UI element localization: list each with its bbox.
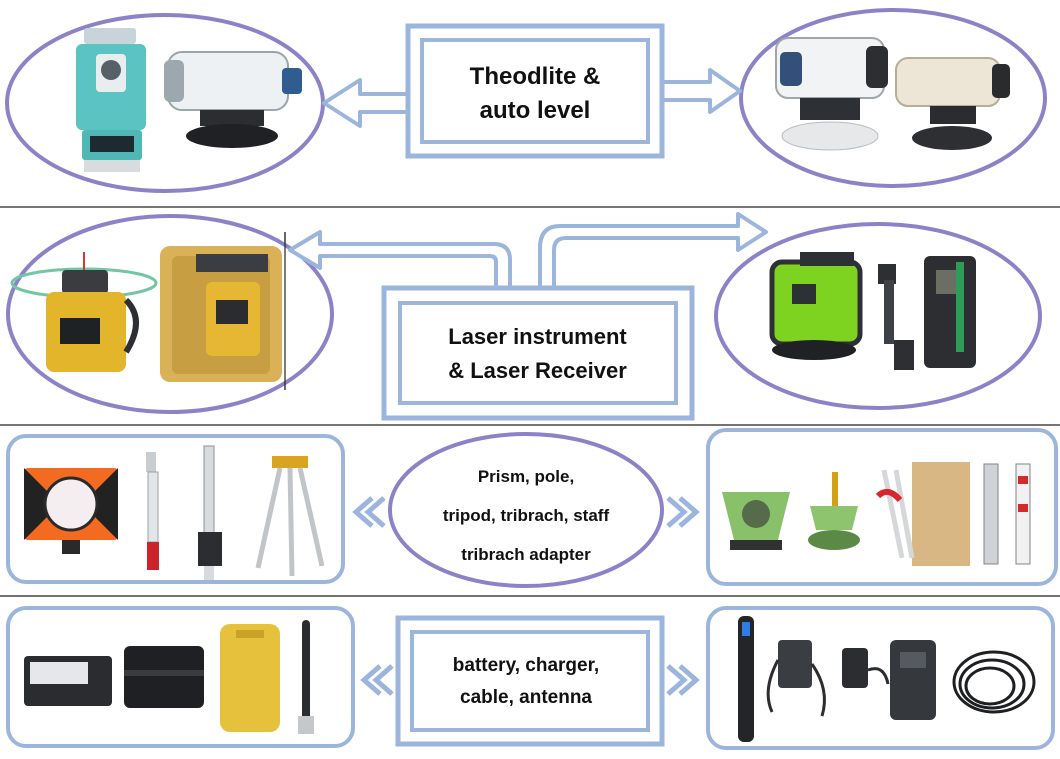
cable-icon: [952, 650, 1036, 714]
label-line: cable, antenna: [460, 687, 592, 708]
section-power: [6, 606, 1055, 750]
chevron-right-icon: [666, 664, 700, 696]
receiver-bracket-icon: [878, 264, 914, 370]
section-accessories: [6, 428, 1058, 588]
label-line: Prism, pole,: [477, 466, 575, 486]
label-laser: Laser instrument & Laser Receiver: [400, 306, 675, 401]
prism-pole-icon: [146, 452, 159, 570]
battery-icon: [24, 656, 112, 706]
poles-box-icon: [875, 462, 970, 566]
charger-icon: [842, 648, 890, 688]
auto-level-icon: [775, 37, 888, 151]
arrow-left: [288, 230, 512, 292]
charger-icon: [890, 640, 936, 720]
label-oval: [388, 432, 664, 588]
label-line: Laser instrument: [448, 323, 627, 349]
antenna-icon: [298, 620, 314, 734]
label-power: battery, charger, cable, antenna: [412, 636, 640, 728]
tribrach-icon: [722, 492, 790, 550]
staff-icon: [983, 463, 1031, 565]
arrow-left: [322, 78, 410, 128]
rotary-laser-case-icon: [160, 246, 282, 382]
auto-level-icon: [164, 51, 302, 148]
arrow-right: [660, 68, 742, 114]
line-laser-icon: [769, 252, 863, 360]
label-line: tripod, tribrach, staff: [442, 505, 610, 525]
arrow-right: [538, 212, 768, 292]
section-theodolite: [5, 8, 1047, 193]
right-box: [706, 606, 1055, 750]
label-line: & Laser Receiver: [448, 357, 627, 383]
section-laser: [6, 212, 1042, 421]
label-line: battery, charger,: [452, 655, 600, 676]
label-line: tribrach adapter: [461, 544, 591, 564]
label-accessories: Prism, pole, tripod, tribrach, staff tri…: [398, 450, 654, 580]
rotary-laser-icon: [10, 252, 158, 372]
label-line: auto level: [479, 97, 591, 124]
tripod-icon: [255, 456, 325, 577]
label-theodolite: Theodlite & auto level: [430, 44, 640, 144]
label-frame-inner: [398, 301, 678, 405]
pole-icon: [198, 445, 222, 580]
chevron-right-icon: [666, 496, 700, 528]
laser-receiver-icon: [924, 256, 976, 368]
charger-icon: [766, 640, 826, 717]
antenna-icon: [738, 616, 754, 742]
auto-level-icon: [895, 57, 1010, 150]
label-frame-inner: [420, 38, 650, 144]
chevron-left-icon: [360, 664, 394, 696]
chevron-left-icon: [352, 496, 386, 528]
battery-pack-icon: [220, 624, 280, 732]
label-frame-inner: [410, 630, 650, 732]
theodolite-icon: [76, 28, 146, 172]
label-line: Theodlite &: [469, 63, 601, 90]
tribrach-adapter-icon: [808, 472, 860, 550]
battery-icon: [124, 646, 204, 708]
prism-icon: [24, 468, 118, 554]
right-oval: [714, 222, 1042, 410]
